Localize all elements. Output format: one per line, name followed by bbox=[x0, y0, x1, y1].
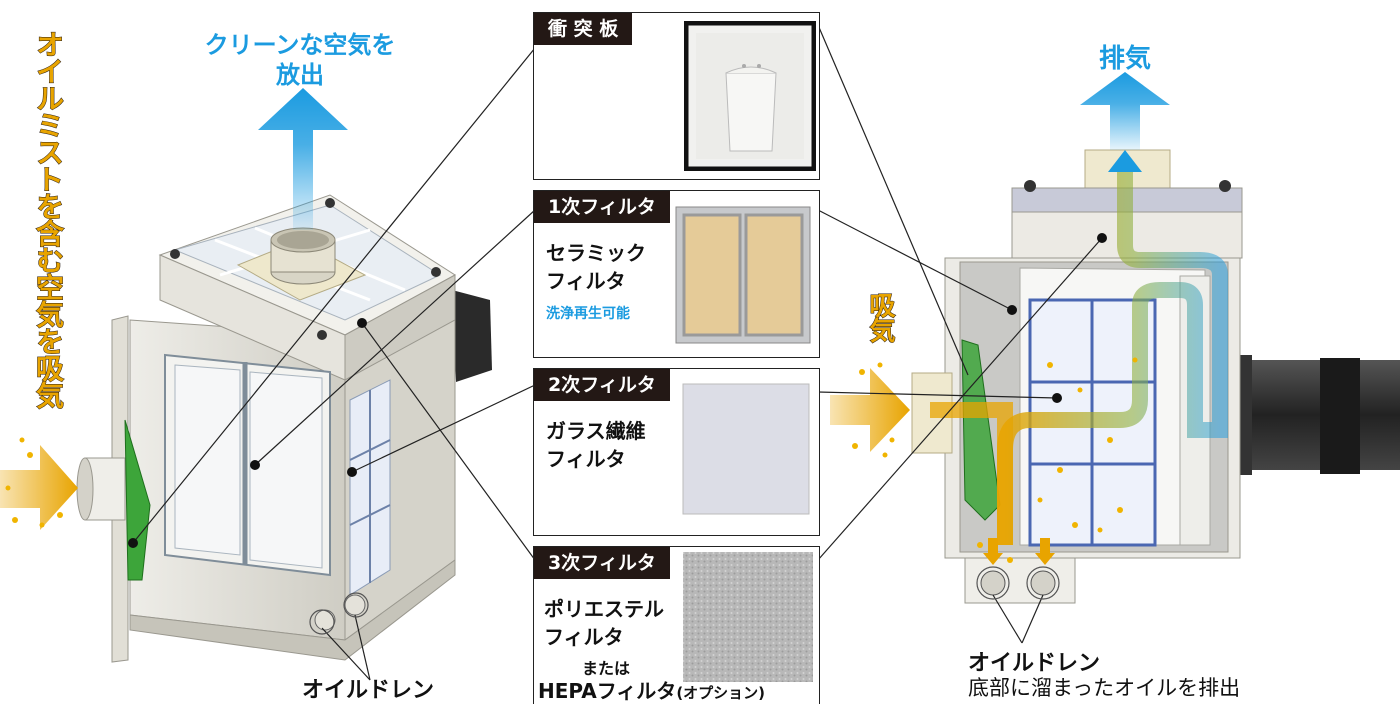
polyester-filter-photo bbox=[683, 552, 813, 682]
panel-desc: ポリエステル フィルタ bbox=[544, 597, 664, 649]
impact-plate-photo bbox=[684, 21, 816, 171]
panel-secondary-filter: 2次フィルタ ガラス繊維 フィルタ bbox=[533, 368, 820, 536]
left-drain-label: オイルドレン bbox=[302, 678, 435, 703]
panel-tag: 3次フィルタ bbox=[534, 547, 670, 579]
panel-primary-filter: 1次フィルタ セラミック フィルタ 洗浄再生可能 bbox=[533, 190, 820, 358]
panel-tag: 2次フィルタ bbox=[534, 369, 670, 401]
left-exhaust-line2: 放出 bbox=[276, 61, 324, 89]
panel-desc-hepa: HEPAフィルタ(オプション) bbox=[538, 675, 765, 704]
glass-fiber-filter-photo bbox=[682, 383, 810, 515]
right-exhaust-label: 排気 bbox=[1098, 44, 1151, 74]
left-unit-illustration bbox=[76, 194, 492, 663]
panel-desc: セラミック フィルタ bbox=[546, 241, 646, 293]
panel-tag: 衝 突 板 bbox=[534, 13, 633, 45]
panel-tag: 1次フィルタ bbox=[534, 191, 670, 223]
left-clean-air-arrow bbox=[258, 88, 348, 230]
right-intake-arrow bbox=[830, 362, 910, 458]
leader-dots bbox=[128, 233, 1107, 548]
hepa-suffix: (オプション) bbox=[676, 684, 766, 702]
left-exhaust-label: クリーンな空気を 放出 bbox=[190, 30, 410, 90]
panel-note: 洗浄再生可能 bbox=[546, 306, 630, 322]
leader-lines bbox=[132, 24, 1103, 681]
drain-circles bbox=[309, 566, 1060, 635]
right-exhaust-arrow bbox=[1080, 72, 1170, 150]
right-unit-illustration bbox=[911, 149, 1400, 604]
panel-desc: ガラス繊維 フィルタ bbox=[546, 419, 646, 471]
ceramic-filter-photo bbox=[675, 206, 811, 344]
left-intake-arrow bbox=[0, 437, 78, 530]
panel-impact-plate: 衝 突 板 bbox=[533, 12, 820, 180]
right-drain-desc: 底部に溜まったオイルを排出 bbox=[968, 676, 1241, 700]
panel-desc-or: または bbox=[582, 659, 631, 678]
left-exhaust-line1: クリーンな空気を bbox=[204, 31, 396, 59]
panel-tertiary-filter: 3次フィルタ ポリエステル フィルタ または HEPAフィルタ(オプション) bbox=[533, 546, 820, 704]
right-drain-label: オイルドレン bbox=[968, 651, 1101, 676]
right-airflow-path bbox=[930, 150, 1228, 565]
hepa-label: HEPAフィルタ bbox=[538, 679, 677, 703]
left-intake-label: オイルミストを含む空気を吸気 bbox=[32, 30, 66, 409]
right-intake-label: 吸気 bbox=[865, 292, 896, 343]
